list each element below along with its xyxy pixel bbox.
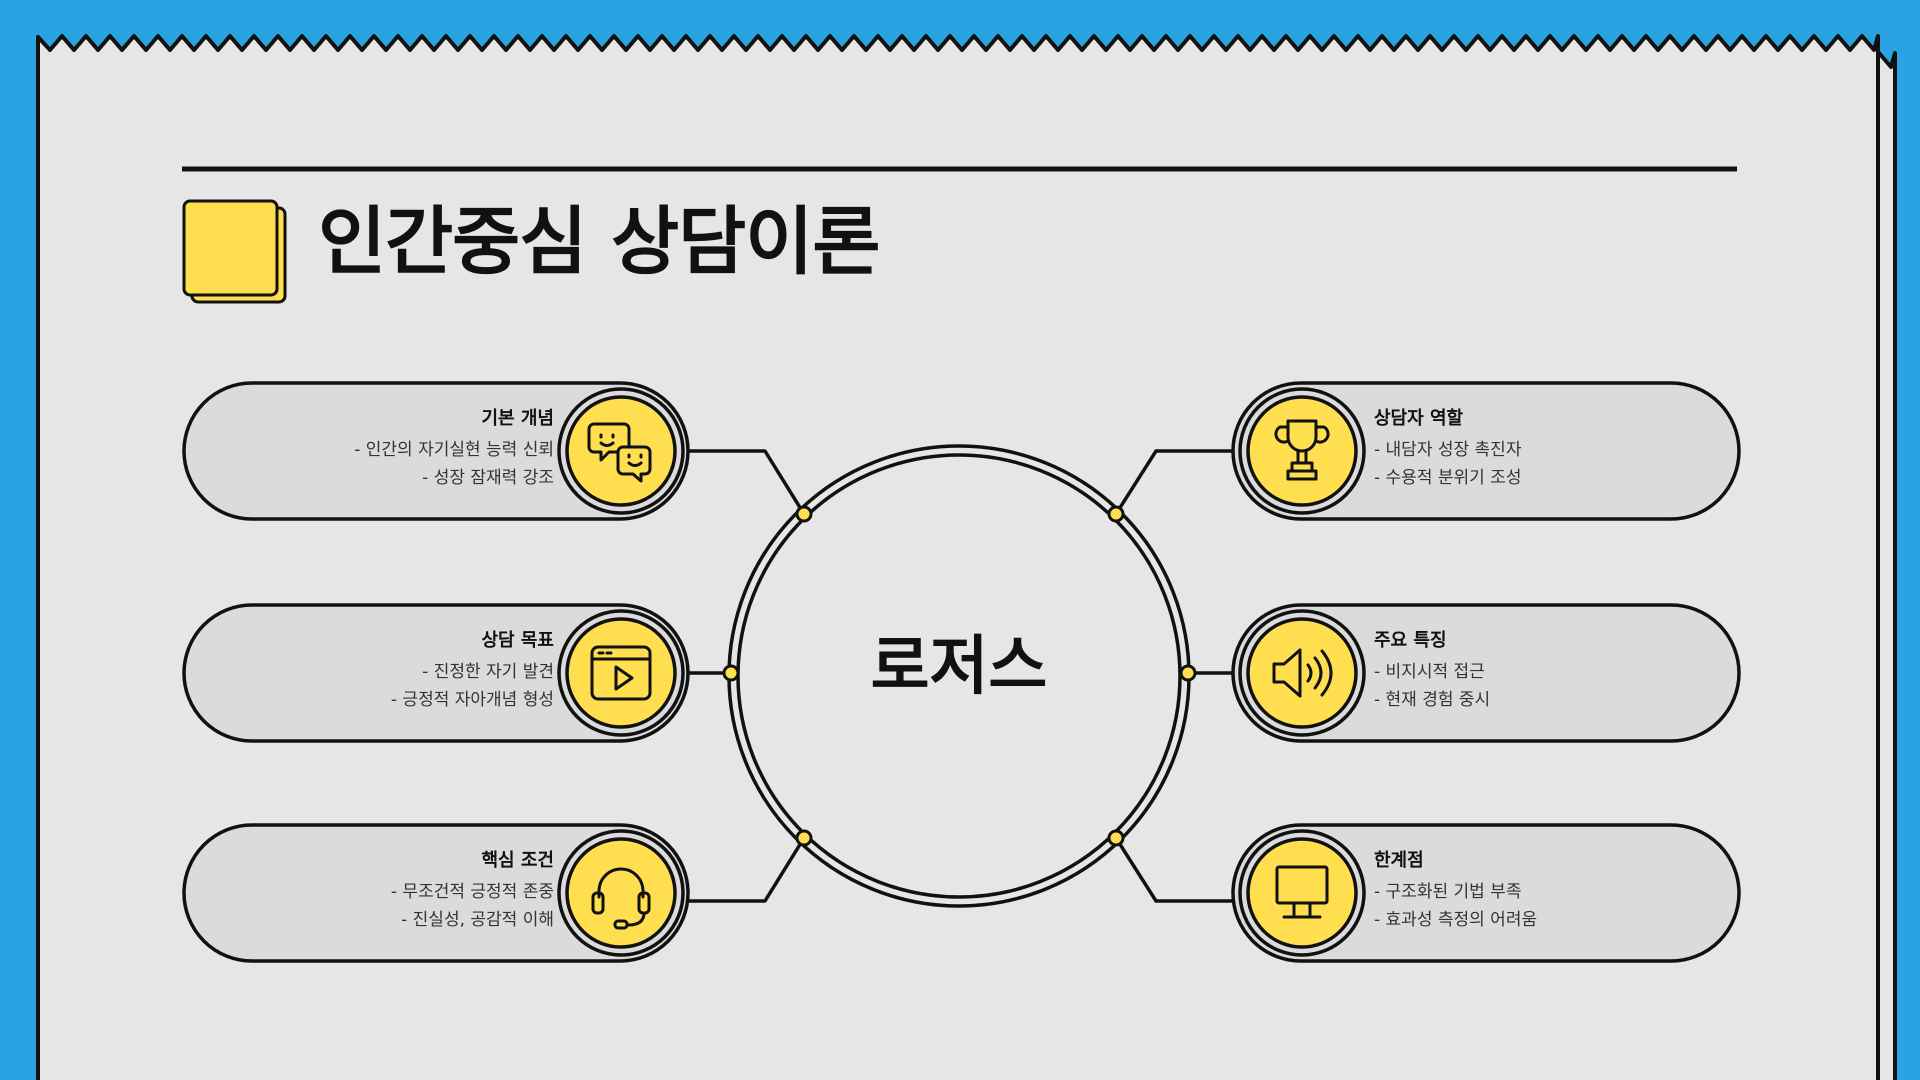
node-text-counselor-role: 상담자 역할 - 내담자 성장 촉진자 - 수용적 분위기 조성 — [1374, 410, 1704, 498]
node-line: - 수용적 분위기 조성 — [1374, 468, 1522, 488]
node-heading: 핵심 조건 — [481, 850, 554, 871]
node-box-6 — [1231, 823, 1741, 963]
node-box-5 — [1231, 603, 1741, 743]
node-pill — [182, 381, 690, 521]
node-heading: 주요 특징 — [1374, 630, 1447, 651]
connector-dot — [1179, 664, 1197, 682]
connector-dot — [795, 829, 813, 847]
node-box-4 — [1231, 381, 1741, 521]
connector-dot — [1107, 829, 1125, 847]
connector-line — [1114, 449, 1234, 515]
node-text-limitations: 한계점 - 구조화된 기법 부족 - 효과성 측정의 어려움 — [1374, 852, 1704, 940]
icon-disc — [1246, 837, 1358, 949]
connector-dot — [795, 505, 813, 523]
connector-dots — [722, 505, 1197, 847]
page-title: 인간중심 상담이론 — [318, 199, 880, 285]
node-line: - 진정한 자기 발견 — [422, 662, 554, 682]
node-heading: 기본 개념 — [481, 408, 554, 429]
video-player-icon — [590, 645, 652, 701]
node-heading: 상담 목표 — [481, 630, 554, 651]
title-square-icon — [182, 199, 287, 304]
node-box-1 — [182, 381, 690, 521]
node-pill — [1231, 603, 1741, 743]
node-pill — [1231, 823, 1741, 963]
chat-bubbles-icon — [587, 422, 652, 483]
node-pill — [1231, 381, 1741, 521]
node-text-basic-concept: 기본 개념 - 인간의 자기실현 능력 신뢰 - 성장 잠재력 강조 — [224, 410, 554, 498]
node-text-counseling-goal: 상담 목표 - 진정한 자기 발견 - 긍정적 자아개념 형성 — [224, 632, 554, 720]
connector-line — [1114, 837, 1234, 903]
node-heading: 한계점 — [1374, 850, 1424, 871]
node-line: - 비지시적 접근 — [1374, 662, 1485, 682]
node-line: - 성장 잠재력 강조 — [422, 468, 554, 488]
center-label: 로저스 — [870, 630, 1048, 704]
node-line: - 인간의 자기실현 능력 신뢰 — [354, 440, 554, 460]
node-line: - 내담자 성장 촉진자 — [1374, 440, 1522, 460]
node-box-2 — [182, 603, 690, 743]
node-line: - 무조건적 긍정적 존중 — [390, 882, 554, 902]
node-pill — [182, 823, 690, 963]
node-line: - 현재 경험 중시 — [1374, 690, 1491, 710]
connectors — [686, 449, 1234, 903]
icon-disc — [1246, 617, 1358, 729]
node-text-core-conditions: 핵심 조건 - 무조건적 긍정적 존중 - 진실성, 공감적 이해 — [224, 852, 554, 940]
connector-dot — [722, 664, 740, 682]
icon-disc — [565, 837, 677, 949]
node-line: - 구조화된 기법 부족 — [1374, 882, 1522, 902]
connector-line — [686, 449, 806, 515]
node-heading: 상담자 역할 — [1374, 408, 1464, 429]
node-pill — [182, 603, 690, 743]
connector-dot — [1107, 505, 1125, 523]
node-line: - 진실성, 공감적 이해 — [401, 910, 554, 930]
trophy-icon — [1274, 419, 1330, 481]
node-text-key-features: 주요 특징 - 비지시적 접근 - 현재 경험 중시 — [1374, 632, 1704, 720]
monitor-icon — [1275, 865, 1329, 919]
node-box-3 — [182, 823, 690, 963]
icon-disc — [565, 617, 677, 729]
headset-icon — [591, 867, 651, 930]
node-boxes — [182, 381, 1741, 963]
node-line: - 긍정적 자아개념 형성 — [390, 690, 554, 710]
speaker-icon — [1272, 648, 1333, 698]
node-line: - 효과성 측정의 어려움 — [1374, 910, 1538, 930]
connector-line — [686, 837, 806, 903]
